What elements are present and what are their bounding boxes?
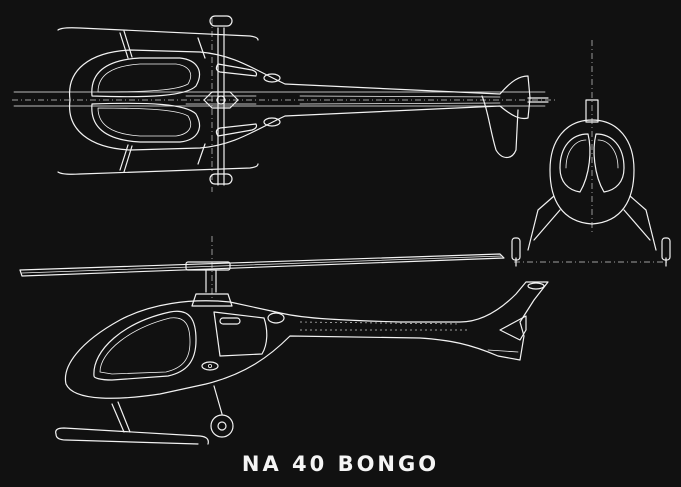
side-view (19, 236, 549, 445)
top-view (12, 15, 555, 192)
front-view (511, 40, 671, 267)
drawing-title: NA 40 BONGO (241, 452, 440, 476)
